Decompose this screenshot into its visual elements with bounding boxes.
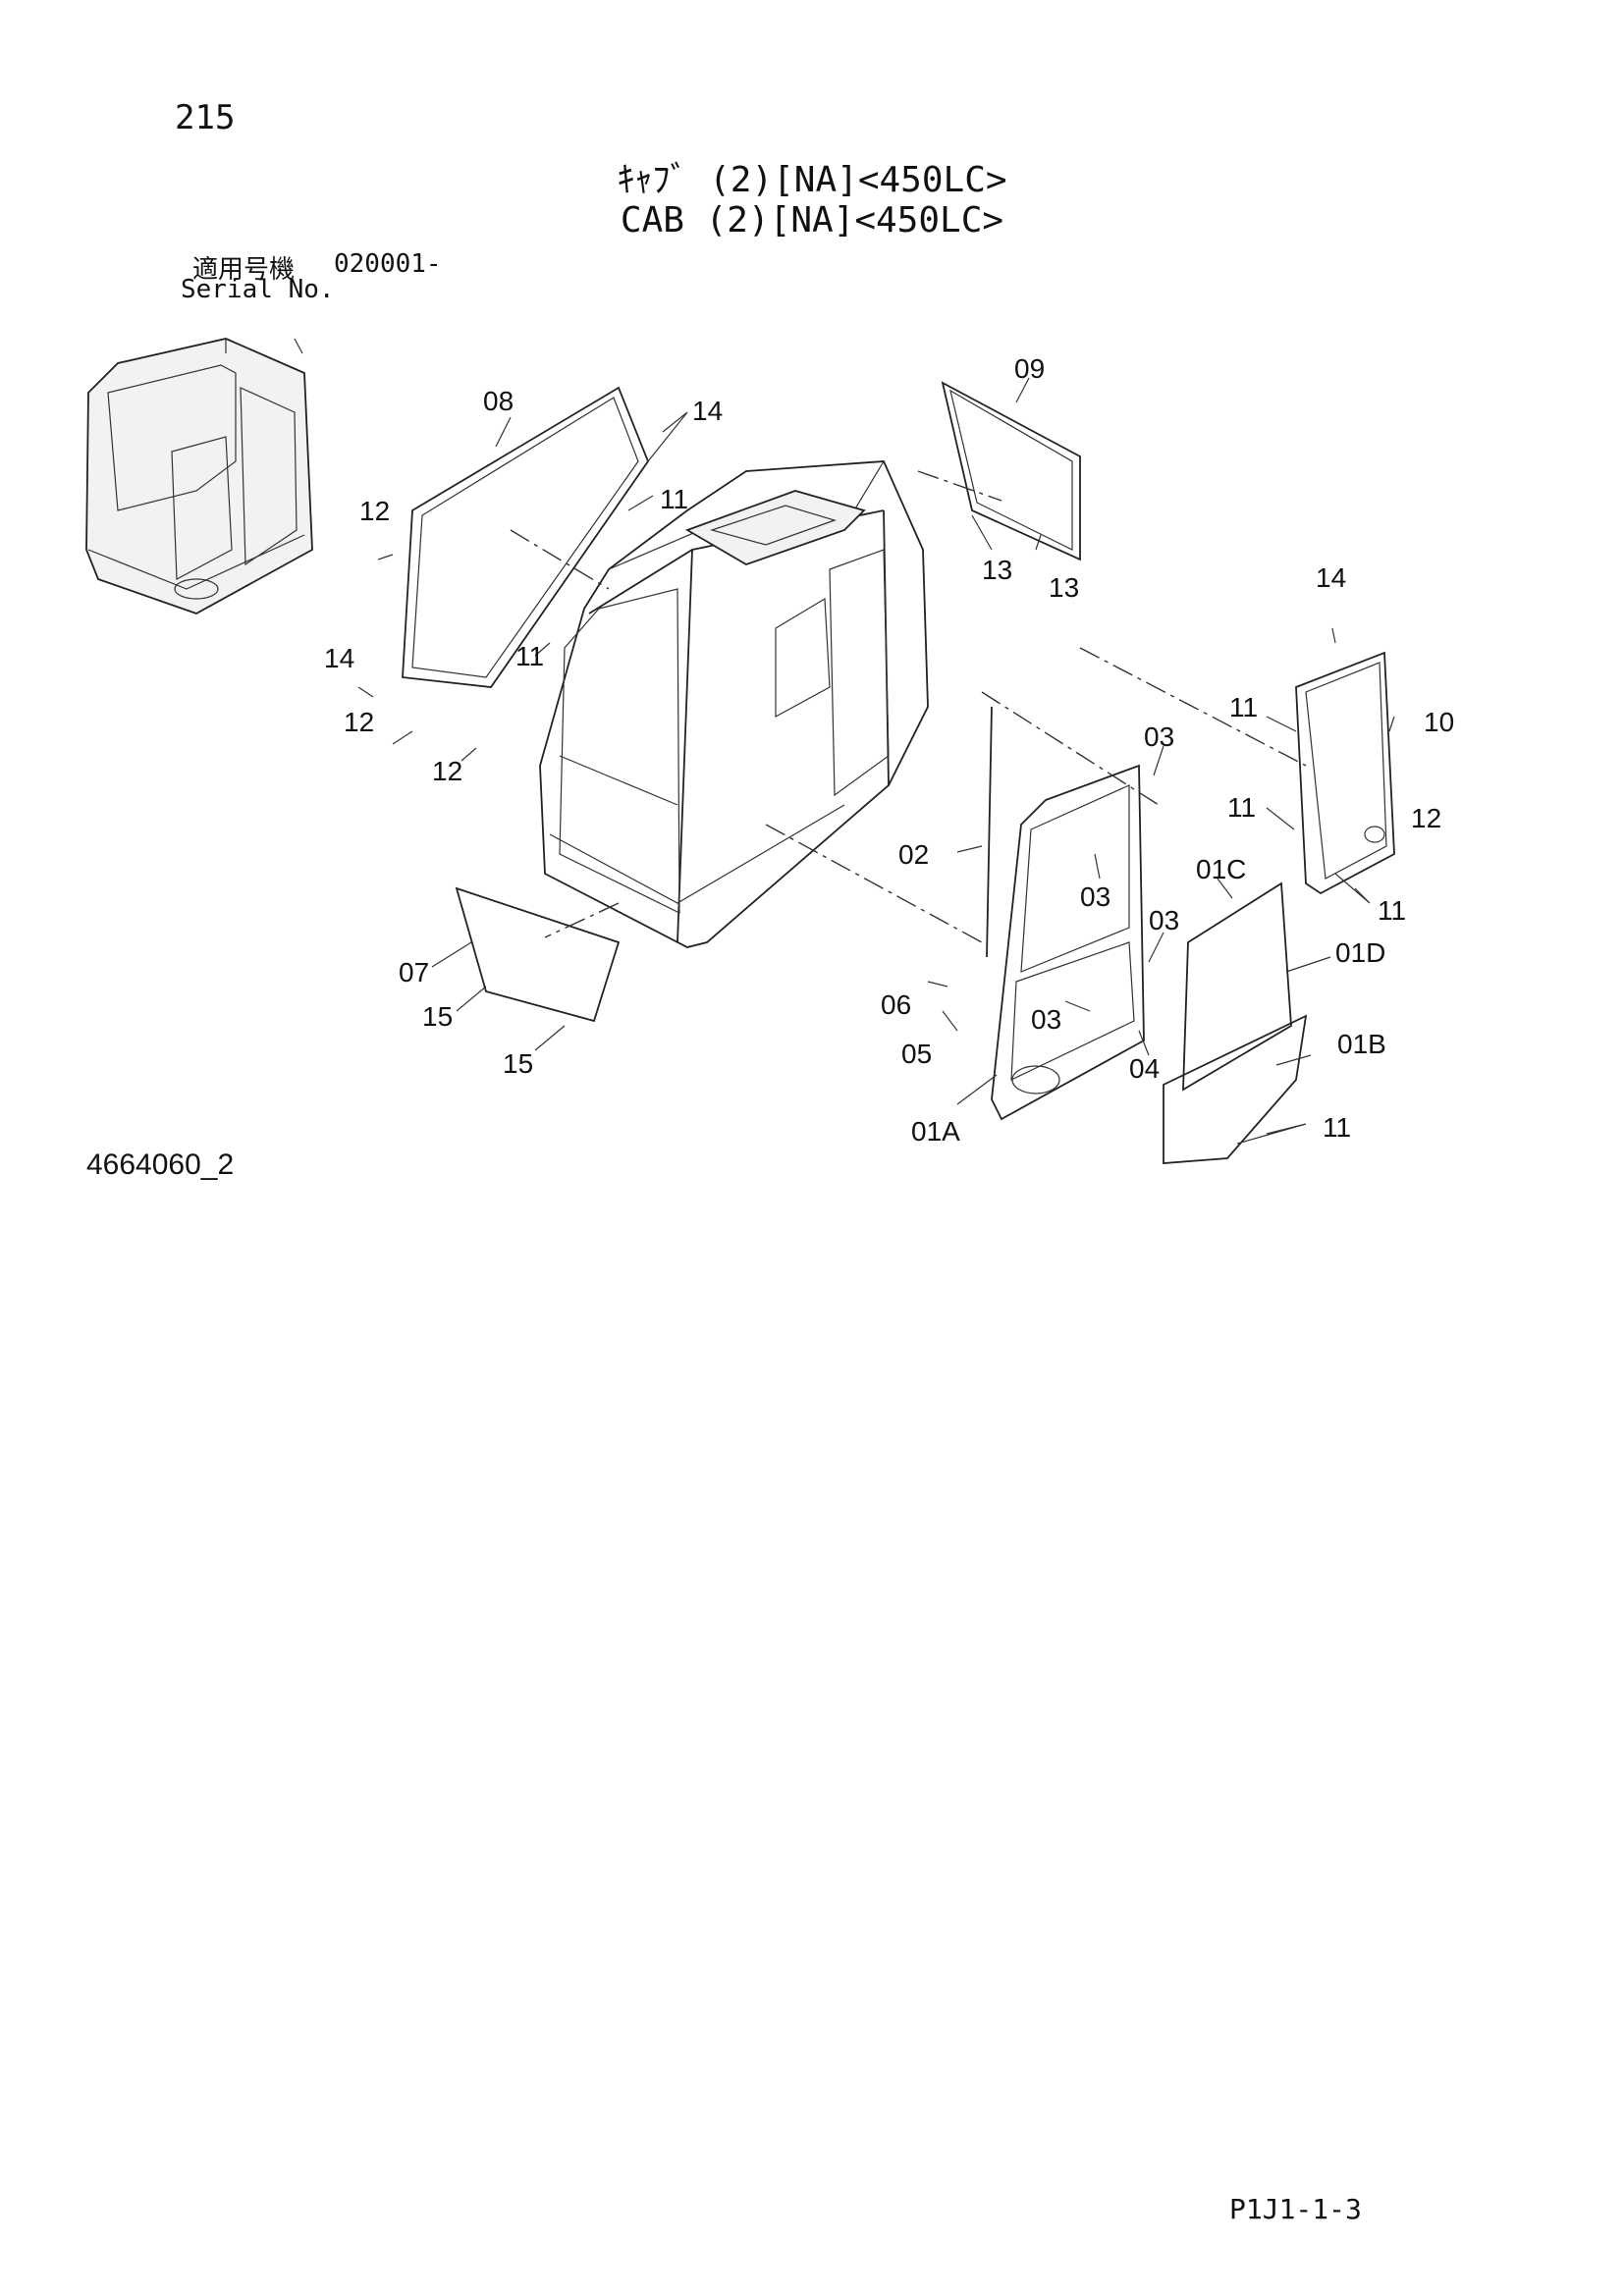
part-label: 08 [483,386,514,416]
part-01C-01D-glass [1182,881,1292,1092]
part-label: 11 [1378,895,1406,926]
part-09-window [941,381,1081,561]
assembly-leader-lines [510,470,1307,943]
part-07-panel [455,886,621,1023]
part-10-window [1295,651,1395,895]
part-label: 11 [660,484,688,514]
part-label: 01A [911,1116,960,1147]
title-japanese: ｷｬﾌﾞ (2)[NA]<450LC> [617,160,1007,200]
part-label: 14 [1316,562,1346,593]
main-cab-frame [539,460,929,948]
part-label: 03 [1144,721,1174,752]
part-label: 01D [1335,937,1385,968]
part-02-seal [986,706,993,958]
part-label: 12 [432,756,462,786]
part-label: 14 [692,396,723,426]
serial-label-japanese: 適用号機 [192,255,296,285]
part-01B-glass [1163,1014,1308,1164]
overview-cab-drawing [85,338,313,614]
part-label: 14 [324,643,354,673]
part-label: 03 [1149,905,1179,935]
part-label: 11 [1229,692,1258,722]
serial-value: 020001- [334,249,442,279]
part-label: 10 [1424,707,1454,737]
part-label: 01C [1196,854,1246,884]
part-01A-door [991,764,1145,1121]
part-label: 11 [1323,1112,1351,1143]
serial-label-english: Serial No. [181,275,335,304]
part-label: 11 [515,641,544,671]
part-label: 04 [1129,1053,1160,1084]
part-label: 09 [1014,353,1045,384]
callout-lines [357,377,1395,1145]
part-label: 13 [1049,572,1079,603]
part-label: 15 [503,1048,533,1079]
part-label: 06 [881,989,911,1020]
part-label: 15 [422,1001,453,1032]
part-label: 11 [1227,792,1256,823]
part-label: 03 [1080,881,1110,912]
part-label: 12 [344,707,374,737]
title-english: CAB (2)[NA]<450LC> [620,200,1004,240]
part-08-window [402,386,650,688]
part-label: 12 [1411,803,1441,833]
part-label: 03 [1031,1004,1061,1035]
part-labels: 08 14 11 12 11 14 12 12 09 13 13 14 11 1… [324,353,1454,1147]
part-label: 02 [898,839,929,870]
part-label: 13 [982,555,1012,585]
part-label: 05 [901,1039,932,1069]
page-number: 215 [175,98,236,137]
drawing-number: 4664060_2 [86,1148,235,1181]
page-reference: P1J1-1-3 [1229,2193,1362,2225]
part-label: 01B [1337,1029,1386,1059]
part-label: 12 [359,496,390,526]
part-label: 07 [399,957,429,988]
